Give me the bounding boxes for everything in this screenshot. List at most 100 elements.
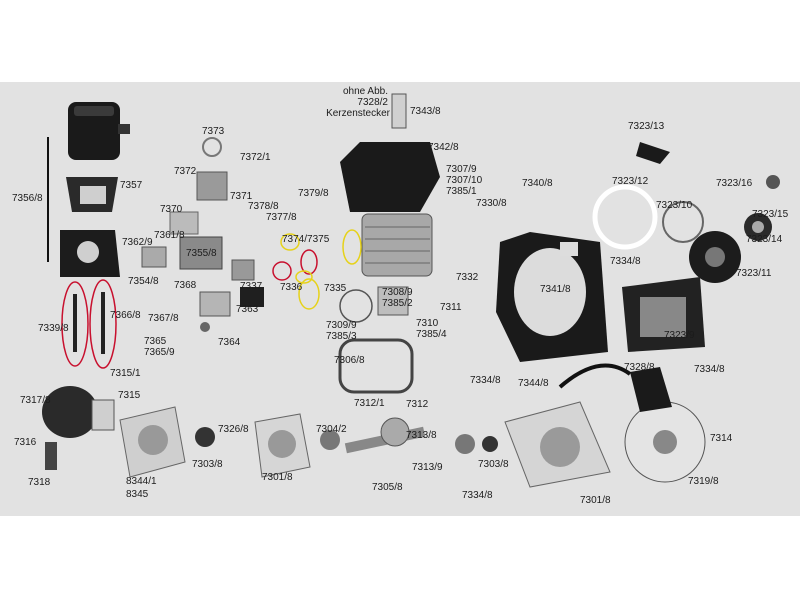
label-7330-8: 7330/8 — [476, 198, 507, 209]
label-7336: 7336 — [280, 282, 303, 293]
long-screws — [73, 292, 105, 354]
label-7303-8-b: 7303/8 — [478, 459, 509, 470]
label-7307-10: 7307/10 — [446, 175, 483, 186]
label-7355-8: 7355/8 — [186, 248, 217, 259]
label-7342-8: 7342/8 — [428, 142, 459, 153]
label-7385-2: 7385/2 — [382, 298, 413, 309]
label-7323-16: 7323/16 — [716, 178, 753, 189]
seal-ring — [195, 427, 215, 447]
exploded-parts-diagram: ohne Abb. 7328/2 Kerzenstecker 7343/8 73… — [0, 82, 800, 516]
label-7323-14: 7323/14 — [746, 234, 783, 245]
label-7309-9: 7309/9 — [326, 320, 357, 331]
label-7313-8: 7313/8 — [406, 430, 437, 441]
label-7301-8-a: 7301/8 — [262, 472, 293, 483]
bearing — [320, 430, 340, 450]
label-7310: 7310 — [416, 318, 439, 329]
label-7363: 7363 — [236, 304, 259, 315]
label-7354-8: 7354/8 — [128, 276, 159, 287]
label-7368: 7368 — [174, 280, 197, 291]
label-7316: 7316 — [14, 437, 37, 448]
label-7377-8: 7377/8 — [266, 212, 297, 223]
label-7307-9: 7307/9 — [446, 164, 477, 175]
label-7315: 7315 — [118, 390, 141, 401]
label-7323-13: 7323/13 — [628, 121, 665, 132]
seal-ring-2 — [482, 436, 498, 452]
note-line-3: Kerzenstecker — [326, 108, 390, 119]
label-7367-8: 7367/8 — [148, 313, 179, 324]
label-7356-8: 7356/8 — [12, 193, 43, 204]
label-7372-1: 7372/1 — [240, 152, 271, 163]
label-7341-8: 7341/8 — [540, 284, 571, 295]
label-7303-8-a: 7303/8 — [192, 459, 223, 470]
label-7308-9: 7308/9 — [382, 287, 413, 298]
label-7301-8-b: 7301/8 — [580, 495, 611, 506]
label-7378-8: 7378/8 — [248, 201, 279, 212]
label-7318: 7318 — [28, 477, 51, 488]
label-7306-8: 7306/8 — [334, 355, 365, 366]
bearing-2 — [455, 434, 475, 454]
label-7364: 7364 — [218, 337, 241, 348]
label-7313-9: 7313/9 — [412, 462, 443, 473]
label-7362-9: 7362/9 — [122, 237, 153, 248]
clutch-parts — [42, 386, 115, 470]
label-7323-11: 7323/11 — [736, 268, 772, 279]
label-7361-8: 7361/8 — [154, 230, 185, 241]
carburetor-group — [141, 137, 264, 332]
label-7385-4: 7385/4 — [416, 329, 447, 340]
label-7366-8: 7366/8 — [110, 310, 141, 321]
label-7328-8: 7328/8 — [624, 362, 655, 373]
label-7365: 7365 — [144, 336, 167, 347]
label-7357: 7357 — [120, 180, 143, 191]
label-7373: 7373 — [202, 126, 225, 137]
label-7372: 7372 — [174, 166, 197, 177]
flywheel — [624, 401, 706, 483]
label-7315-1: 7315/1 — [110, 368, 141, 379]
label-7332: 7332 — [456, 272, 479, 283]
label-7334-8-b: 7334/8 — [470, 375, 501, 386]
red-highlights — [61, 249, 318, 369]
yellow-highlights — [280, 229, 362, 310]
label-8344-1: 8344/1 — [126, 476, 157, 487]
label-7326-8: 7326/8 — [218, 424, 249, 435]
label-7334-8-c: 7334/8 — [694, 364, 725, 375]
label-7323-10: 7323/10 — [656, 200, 693, 211]
air-filter-element — [66, 177, 118, 212]
label-7340-8: 7340/8 — [522, 178, 553, 189]
air-filter-cover — [68, 102, 130, 160]
label-7311: 7311 — [440, 302, 462, 313]
label-7339-8: 7339/8 — [38, 323, 69, 334]
label-7371: 7371 — [230, 191, 253, 202]
fan-housing — [496, 232, 608, 362]
spark-plug — [391, 93, 407, 129]
label-7323-9: 7323/9 — [664, 330, 695, 341]
label-7385-1: 7385/1 — [446, 186, 477, 197]
label-7312-1: 7312/1 — [354, 398, 385, 409]
label-7337: 7337 — [240, 281, 263, 292]
label-7323-15: 7323/15 — [752, 209, 789, 220]
ignition-coil — [558, 363, 672, 412]
label-7344-8: 7344/8 — [518, 378, 549, 389]
starter-assembly — [592, 142, 780, 352]
label-7319-8: 7319/8 — [688, 476, 719, 487]
crankcase-left — [119, 406, 311, 478]
label-7379-8: 7379/8 — [298, 188, 329, 199]
gasket — [338, 338, 414, 394]
label-7370: 7370 — [160, 204, 183, 215]
label-7334-8-a: 7334/8 — [610, 256, 641, 267]
label-7312: 7312 — [406, 399, 429, 410]
label-7314: 7314 — [710, 433, 733, 444]
label-7365-9: 7365/9 — [144, 347, 175, 358]
cylinder-block — [339, 142, 440, 323]
air-filter-base — [60, 230, 120, 277]
crankcase-right — [504, 401, 611, 488]
parts-illustration — [42, 93, 780, 488]
label-7317-8: 7317/8 — [20, 395, 51, 406]
note-line-1: ohne Abb. — [342, 86, 388, 97]
label-7335: 7335 — [324, 283, 347, 294]
label-7374-7375: 7374/7375 — [282, 234, 330, 245]
crankshaft — [344, 417, 426, 454]
label-8345: 8345 — [126, 489, 149, 500]
label-7385-3: 7385/3 — [326, 331, 357, 342]
label-7334-8-d: 7334/8 — [462, 490, 493, 501]
note-line-2: 7328/2 — [357, 97, 388, 108]
